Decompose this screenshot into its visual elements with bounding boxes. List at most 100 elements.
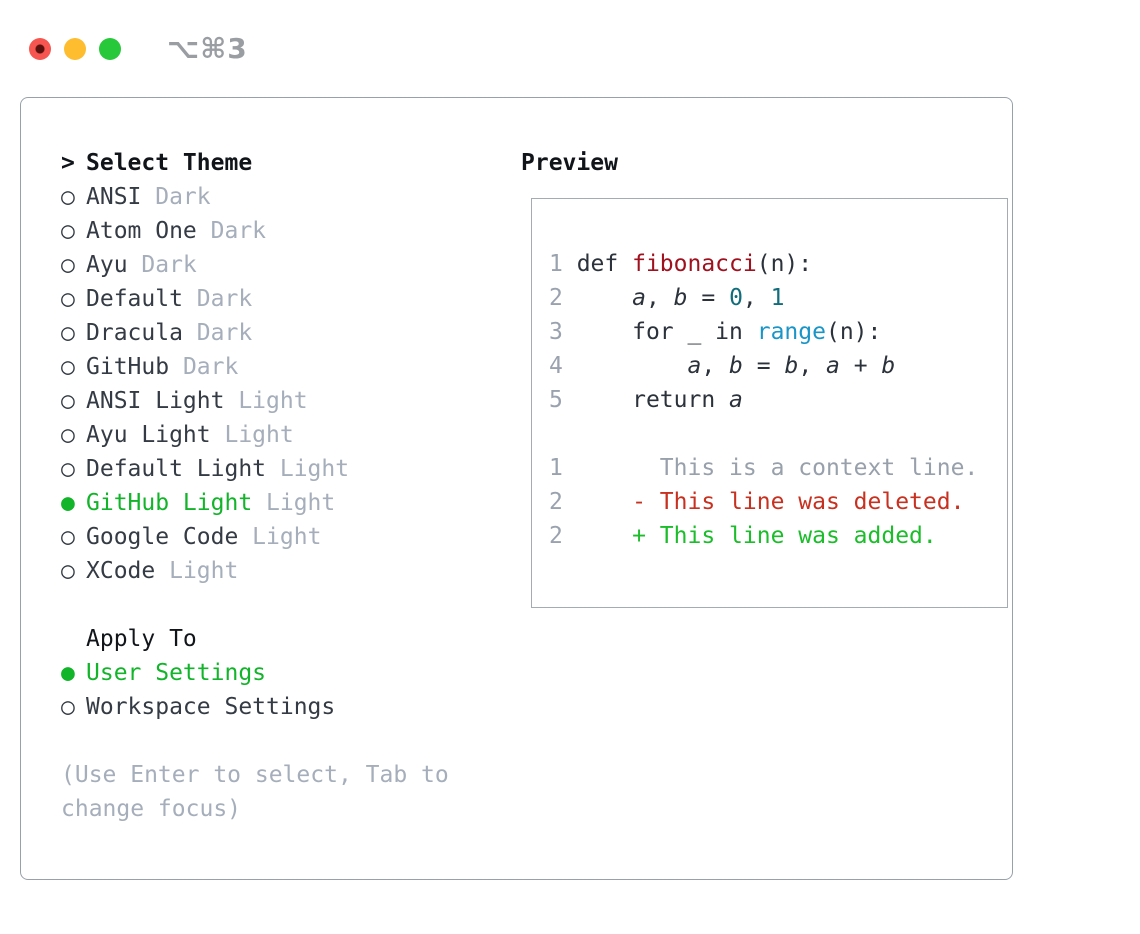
code-token <box>577 353 688 379</box>
radio-icon: ○ <box>61 422 75 448</box>
code-token: , <box>798 353 827 379</box>
theme-option[interactable]: ○ GitHub Dark <box>61 350 521 384</box>
theme-option-label: XCode <box>86 558 156 584</box>
radio-icon: ○ <box>61 354 75 380</box>
apply-to-option-label: User Settings <box>86 660 267 686</box>
line-number: 3 <box>549 319 577 345</box>
radio-icon: ○ <box>61 184 75 210</box>
radio-icon: ○ <box>61 252 75 278</box>
code-token: a <box>729 387 743 413</box>
theme-option[interactable]: ○XCode Light <box>61 554 521 588</box>
code-token: b <box>881 353 896 379</box>
radio-icon: ○ <box>61 218 75 244</box>
theme-option-label: Google Code <box>86 524 239 550</box>
radio-icon: ○ <box>61 558 75 584</box>
line-number <box>549 421 577 447</box>
window-title: ⌥⌘3 <box>167 32 248 65</box>
theme-option-label: Default Light <box>86 456 267 482</box>
radio-icon: ○ <box>61 456 75 482</box>
select-theme-header: >Select Theme <box>61 146 521 180</box>
theme-option-label: ANSI <box>86 184 142 210</box>
preview-code: 1 def fibonacci (n): 2 a, b = 0, 1 3 for … <box>549 247 1007 553</box>
minimize-window-icon[interactable] <box>64 37 86 60</box>
code-token: - This line was deleted. <box>576 489 965 515</box>
theme-option-label: Ayu <box>86 252 128 278</box>
code-token: a <box>826 353 840 379</box>
theme-variant-label: Dark <box>169 354 239 380</box>
theme-option-label: GitHub Light <box>86 490 253 516</box>
theme-option[interactable]: ○ Default Light Light <box>61 452 521 486</box>
apply-to-list: ● User Settings ○ Workspace Settings <box>61 656 521 724</box>
code-token: fibonacci <box>632 251 757 277</box>
code-token: + This line was added. <box>576 523 937 549</box>
code-token: , <box>645 285 674 311</box>
theme-option[interactable]: ○ANSI Light Light <box>61 384 521 418</box>
theme-variant-label: Light <box>224 388 308 414</box>
radio-icon: ○ <box>61 524 75 550</box>
code-token: (n): <box>825 319 882 345</box>
code-token: b <box>673 285 688 311</box>
selection-pane: >Select Theme ○ANSI Dark○Atom One Dark○A… <box>61 146 521 879</box>
radio-icon: ○ <box>61 388 75 414</box>
close-window-icon[interactable] <box>29 37 51 60</box>
code-token: b <box>784 353 799 379</box>
apply-to-option[interactable]: ● User Settings <box>61 656 521 690</box>
code-token: b <box>729 353 743 379</box>
code-token: This is a context line. <box>576 455 979 481</box>
theme-option-label: GitHub <box>86 354 170 380</box>
theme-option-label: Dracula <box>86 320 183 346</box>
code-token: for _ in <box>576 319 757 345</box>
code-token: = <box>742 353 785 379</box>
theme-option[interactable]: ○ ANSI Dark <box>61 180 521 214</box>
line-number: 1 <box>549 455 577 481</box>
theme-option[interactable]: ○ Ayu Dark <box>61 248 521 282</box>
code-token: , <box>742 285 771 311</box>
preview-pane: Preview 1 def fibonacci (n): 2 a, b = 0, … <box>521 146 1021 879</box>
theme-option-label: Default <box>86 286 183 312</box>
theme-option[interactable]: ○ Dracula Dark <box>61 316 521 350</box>
theme-option-label: Ayu Light <box>86 422 211 448</box>
radio-icon: ○ <box>61 286 75 312</box>
theme-variant-label: Light <box>238 524 322 550</box>
theme-option[interactable]: ○ Google Code Light <box>61 520 521 554</box>
help-text: (Use Enter to select, Tab to change focu… <box>61 762 449 822</box>
code-token: def <box>576 251 633 277</box>
theme-variant-label: Dark <box>127 252 197 278</box>
line-number: 5 <box>549 387 577 413</box>
theme-variant-label: Dark <box>182 286 253 312</box>
radio-selected-icon: ● <box>61 660 75 686</box>
radio-icon: ○ <box>61 320 75 346</box>
theme-option[interactable]: ○ Default Dark <box>61 282 521 316</box>
theme-variant-label: Dark <box>182 320 253 346</box>
theme-option[interactable]: ● GitHub Light Light <box>61 486 521 520</box>
theme-variant-label: Light <box>266 456 350 482</box>
line-number: 2 <box>549 489 577 515</box>
theme-option[interactable]: ○Ayu Light Light <box>61 418 521 452</box>
line-number: 4 <box>549 353 577 379</box>
preview-title: Preview <box>521 150 618 176</box>
theme-picker-panel: >Select Theme ○ANSI Dark○Atom One Dark○A… <box>20 97 1013 880</box>
theme-variant-label: Dark <box>196 218 267 244</box>
code-token: return <box>576 387 730 413</box>
theme-option[interactable]: ○Atom One Dark <box>61 214 521 248</box>
code-token: a <box>687 353 702 379</box>
window-titlebar: ⌥⌘3 <box>0 0 1140 97</box>
code-token: 0 <box>729 285 743 311</box>
theme-variant-label: Dark <box>141 184 211 210</box>
maximize-window-icon[interactable] <box>99 37 121 60</box>
code-token: = <box>687 285 730 311</box>
line-number: 1 <box>549 251 577 277</box>
theme-variant-label: Light <box>252 490 336 516</box>
code-token: + <box>839 353 882 379</box>
code-token <box>577 285 632 311</box>
apply-to-option-label: Workspace Settings <box>86 694 336 720</box>
radio-selected-icon: ● <box>61 490 75 516</box>
theme-list: ○ANSI Dark○Atom One Dark○Ayu Dark○Defaul… <box>61 180 521 588</box>
select-theme-title: Select Theme <box>86 150 253 176</box>
apply-to-option[interactable]: ○ Workspace Settings <box>61 690 521 724</box>
code-token: range <box>756 319 826 345</box>
apply-to-header: Apply To <box>61 622 521 656</box>
preview-code-box: 1 def fibonacci (n): 2 a, b = 0, 1 3 for … <box>531 198 1008 608</box>
radio-icon: ○ <box>61 694 75 720</box>
